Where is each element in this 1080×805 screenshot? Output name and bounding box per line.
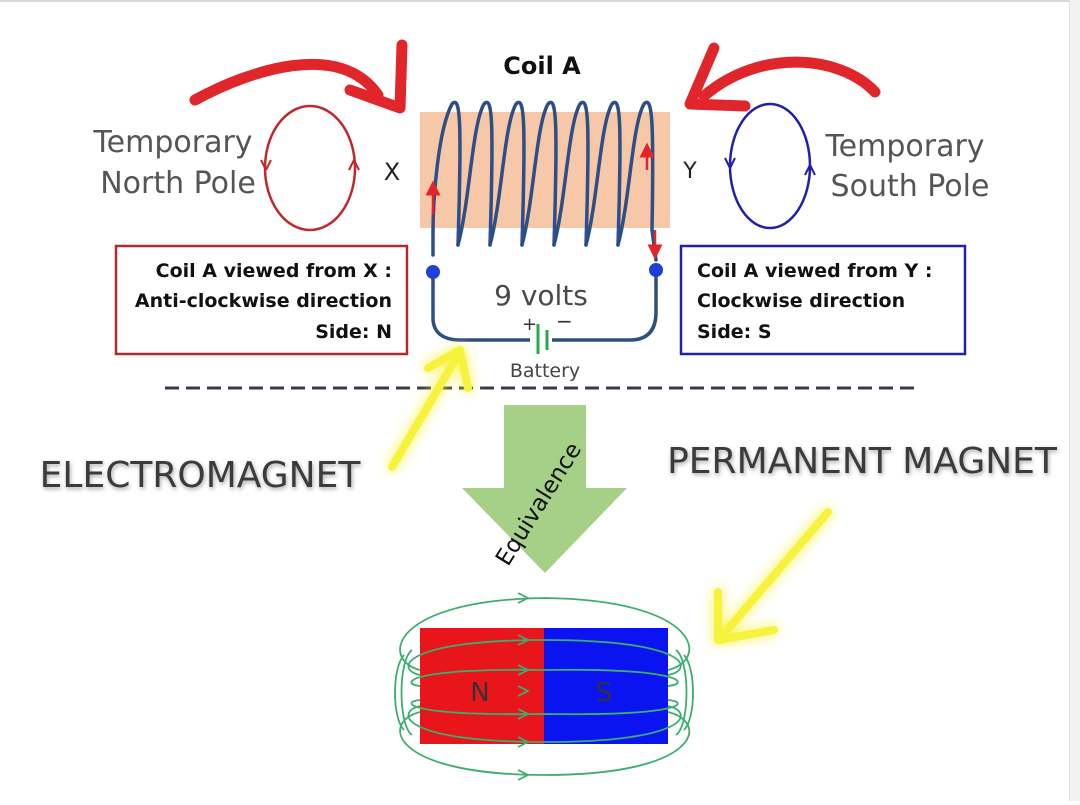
circuit-wire xyxy=(431,270,658,342)
magnet-north-label: N xyxy=(470,678,489,708)
north-pole-loop xyxy=(260,104,360,232)
right-scroll-edge xyxy=(1069,0,1080,801)
coil-end-x: X xyxy=(384,158,400,186)
right-box-line3: Side: S xyxy=(697,321,772,343)
left-red-arrow xyxy=(189,39,408,114)
left-info-box xyxy=(114,244,409,356)
right-red-arrow xyxy=(684,42,881,112)
left-box-line3: Side: N xyxy=(315,321,392,343)
left-box-line2: Anti-clockwise direction xyxy=(135,290,392,312)
battery-label: Battery xyxy=(510,360,580,382)
south-pole-loop xyxy=(724,102,816,230)
permanent-magnet-label: PERMANENT MAGNET xyxy=(667,441,1058,482)
field-direction-arrows xyxy=(517,592,531,781)
magnetic-field-lines xyxy=(394,597,694,776)
north-pole-line2: North Pole xyxy=(100,166,256,201)
south-pole-line1: Temporary xyxy=(824,129,984,164)
top-border xyxy=(0,0,1080,2)
magnet-south-label: S xyxy=(596,678,613,708)
voltage-label: 9 volts xyxy=(494,279,588,312)
yellow-arrow-permanent xyxy=(714,508,832,644)
electromagnet-label: ELECTROMAGNET xyxy=(40,455,362,496)
south-pole-line2: South Pole xyxy=(831,169,990,204)
yellow-arrow-electromagnet xyxy=(388,346,472,471)
coil-core xyxy=(420,112,670,228)
left-box-line1: Coil A viewed from X : xyxy=(156,260,392,282)
coil-end-y: Y xyxy=(682,159,697,184)
right-box-line1: Coil A viewed from Y : xyxy=(697,260,932,282)
battery-plus: + xyxy=(522,314,537,335)
right-box-line2: Clockwise direction xyxy=(697,290,905,312)
terminal-left xyxy=(426,265,440,279)
battery-symbol xyxy=(536,324,549,354)
terminal-right xyxy=(649,263,663,277)
north-pole-line1: Temporary xyxy=(92,125,252,160)
right-info-box xyxy=(679,244,967,356)
coil-title: Coil A xyxy=(503,52,581,80)
equivalence-arrow xyxy=(462,405,627,573)
battery-minus: − xyxy=(556,309,573,333)
